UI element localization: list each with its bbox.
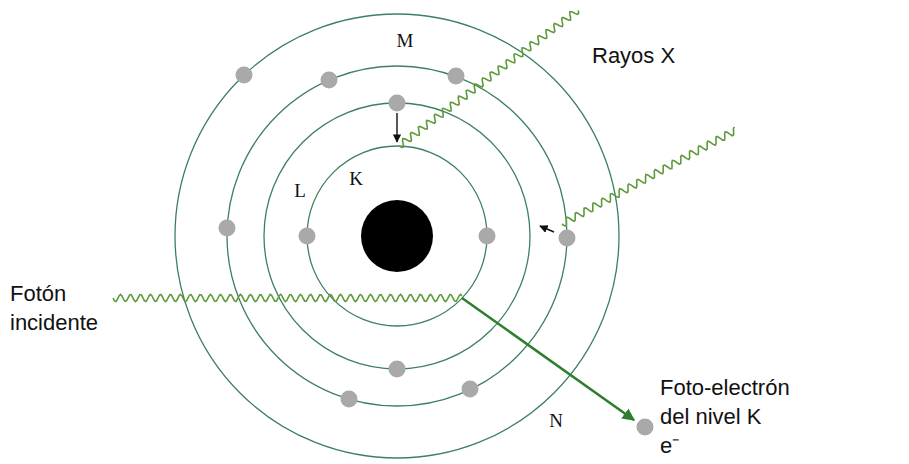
shell-label: K — [349, 169, 363, 188]
transition-arrow — [396, 113, 397, 142]
shell-label: L — [294, 181, 306, 200]
photo-electron-label: Foto-electrón del nivel K — [660, 374, 820, 431]
nucleus — [361, 200, 433, 272]
electron — [236, 67, 253, 84]
electron — [219, 220, 236, 237]
electron — [448, 68, 465, 85]
photon-label: Fotón incidente — [10, 280, 115, 337]
shell-label: M — [397, 31, 414, 50]
shell-m — [227, 66, 567, 406]
electron — [479, 228, 496, 245]
x-ray-wave — [562, 127, 734, 226]
transition-arrow — [540, 226, 554, 232]
photo-electron — [637, 419, 654, 436]
incident-photon-wave — [113, 294, 462, 301]
x-ray-label: Rayos X — [592, 42, 675, 71]
shell-n — [175, 14, 619, 458]
electron — [389, 361, 406, 378]
shell-label: N — [549, 411, 563, 430]
electron — [321, 72, 338, 89]
electron-symbol: e⁻ — [660, 432, 679, 461]
electron-path-arrow — [462, 298, 634, 420]
electron — [389, 95, 406, 112]
electron — [559, 230, 576, 247]
electron — [341, 391, 358, 408]
electron — [462, 381, 479, 398]
shell-l — [264, 103, 530, 369]
electron — [299, 228, 316, 245]
x-ray-wave — [399, 10, 579, 147]
